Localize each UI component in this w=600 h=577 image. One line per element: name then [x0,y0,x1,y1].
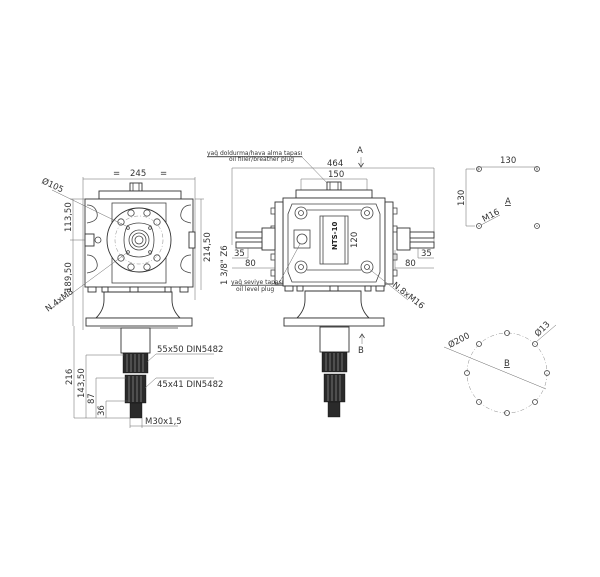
detail-a-label: A [505,197,511,207]
detail-b-bolt-holes [464,330,550,416]
view-marker-a: A [357,146,363,156]
flange-bolt-holes [117,209,161,271]
right-shaft-80: 80 [405,259,416,269]
overall-width-label: 464 [327,159,343,169]
detail-b-pcd: Ø200 [446,330,471,350]
detail-a-view: 130 130 M16 A [457,156,540,229]
shaft-spec-label: 1 3/8" Z6 [220,245,230,285]
filler-plug-label-tr: yağ doldurma/hava alma tapası [207,150,303,157]
detail-b-hole: Ø13 [532,319,552,339]
level-plug-label-en: oil level plug [236,286,274,293]
view-marker-b: B [358,346,364,356]
level-plug-label-tr: yağ seviye tapası [231,279,284,286]
front-equal-right: = [160,169,167,179]
spline-1-label: 55x50 DIN5482 [157,345,223,355]
shaft-length-87: 87 [87,393,97,404]
flange-diameter-label: Ø105 [40,176,65,196]
filler-plug-label-en: oil filler/breather plug [229,156,294,163]
spline-2-label: 45x41 DIN5482 [157,380,223,390]
front-view: = 245 = [40,169,223,428]
left-shaft-80: 80 [245,259,256,269]
front-equal-left: = [113,169,120,179]
inner-height-label: 120 [350,232,360,248]
side-view: yağ doldurma/hava alma tapası oil filler… [207,146,435,418]
height-lower-label: 189,50 [64,262,74,292]
detail-a-height: 130 [457,190,467,206]
body-marking: NTS-10 [331,222,339,250]
detail-a-width: 130 [500,156,516,166]
shaft-length-143: 143,50 [77,368,87,398]
height-right-label: 214,50 [203,232,213,262]
top-width-label: 150 [328,170,344,180]
right-shaft-35: 35 [421,249,432,259]
front-width-dimension: 245 [130,169,146,179]
side-bolt-pattern-label: N.8xM16 [390,280,426,311]
thread-label: M30x1,5 [145,417,182,427]
bolt-pattern-label: N.4xM8 [44,287,76,314]
height-upper-label: 113,50 [64,202,74,232]
left-shaft-35: 35 [234,249,245,259]
detail-b-label: B [504,359,510,369]
shaft-length-36: 36 [97,405,107,416]
detail-a-thread: M16 [481,207,502,224]
shaft-length-216: 216 [65,369,75,385]
detail-b-view: Ø200 Ø13 B [443,319,557,416]
